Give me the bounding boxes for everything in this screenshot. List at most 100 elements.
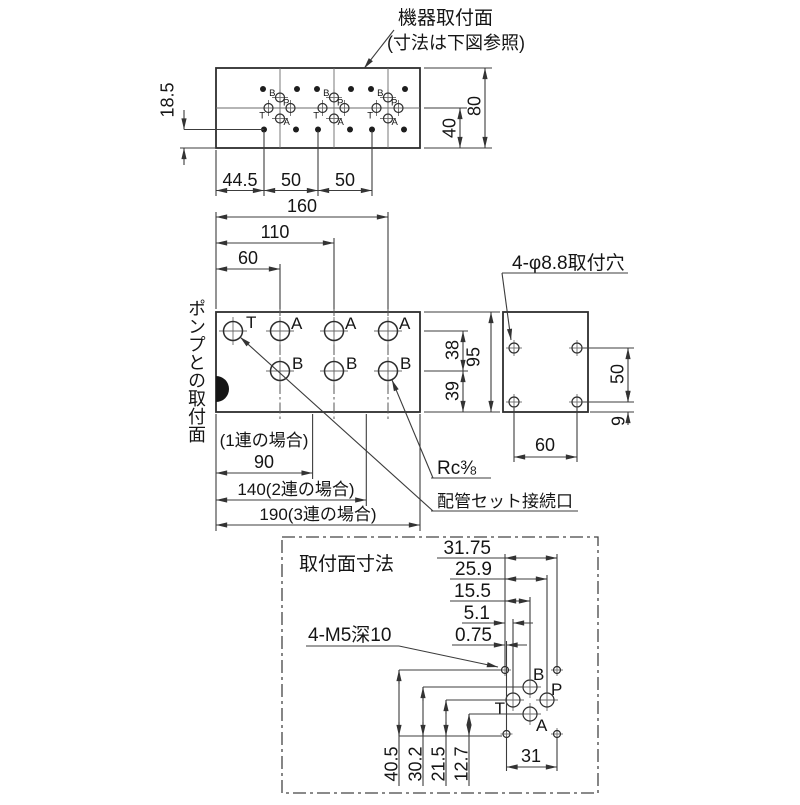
mount-holes-callout: 4-φ8.8取付穴 xyxy=(501,252,628,341)
dim-mount-vertical: 40.5 30.2 21.5 12.7 xyxy=(381,669,522,786)
dim-text-31: 31 xyxy=(521,746,541,766)
b-port-label-1: B xyxy=(292,354,303,373)
equipment-face-callout: 機器取付面 (寸法は下図参照) xyxy=(363,7,525,69)
t-port-label: T xyxy=(495,699,505,718)
mount-view: 取付面寸法 B T P A xyxy=(281,536,599,794)
b-port-3 xyxy=(377,360,399,382)
b-port xyxy=(522,679,538,695)
p-hole xyxy=(285,102,296,114)
mount-holes-label: 4-φ8.8取付穴 xyxy=(512,252,625,274)
dim-text-60: 60 xyxy=(535,435,555,455)
b-port-1 xyxy=(269,360,291,382)
dim-text-38: 38 xyxy=(442,340,462,360)
dim-text-50b: 50 xyxy=(335,170,355,190)
a-hole xyxy=(274,113,286,124)
top-view-port-group-3: B P T A xyxy=(367,86,408,133)
dim-text-160: 160 xyxy=(287,196,317,216)
dim-text-12-7: 12.7 xyxy=(451,746,471,781)
dim-text-50a: 50 xyxy=(281,170,301,190)
dim-text-21-5: 21.5 xyxy=(428,746,448,781)
dim-front-top: 160 110 60 xyxy=(215,196,389,309)
mount-view-border xyxy=(281,536,599,794)
port-label-t: T xyxy=(367,111,373,122)
dim-top-right: 40 80 xyxy=(424,67,492,149)
thread-label: 4-M5深10 xyxy=(308,624,391,646)
a-port-1 xyxy=(269,320,291,342)
port-label-a: A xyxy=(392,117,399,128)
t-hole xyxy=(317,102,328,114)
dim-text-95: 95 xyxy=(463,347,483,367)
callout-text-line1: 機器取付面 xyxy=(398,7,493,29)
thread-callout: 4-M5深10 xyxy=(306,624,499,668)
port-label-p: P xyxy=(391,98,397,109)
a-port-label-2: A xyxy=(345,314,357,333)
p-hole xyxy=(393,102,404,114)
dim-text-5-1: 5.1 xyxy=(464,603,490,624)
pump-face-label: ポンプとの取付面 xyxy=(186,299,206,443)
rc-callout: Rc⅜ xyxy=(391,379,491,479)
b-hole xyxy=(328,92,340,103)
top-view: B P T A B P T A xyxy=(157,7,525,196)
a-port-label: A xyxy=(536,716,548,735)
dim-text-31-75: 31.75 xyxy=(443,538,491,559)
port-label-t: T xyxy=(313,111,319,122)
b-hole xyxy=(382,92,394,103)
dim-mount-horizontal: 31.75 25.9 15.5 5.1 0.75 xyxy=(437,538,557,648)
rc-label: Rc⅜ xyxy=(437,458,476,479)
top-view-port-group-2: B P T A xyxy=(313,86,354,133)
dim-text-190: 190(3連の場合) xyxy=(259,505,376,524)
t-port-label: T xyxy=(246,313,256,332)
side-view-outline xyxy=(502,311,589,413)
note-case1: (1連の場合) xyxy=(220,431,309,450)
a-hole xyxy=(382,113,394,124)
front-view-outline xyxy=(215,311,421,413)
a-port-3 xyxy=(377,320,399,342)
dim-front-bottom: (1連の場合) 90 140(2連の場合) 190(3連の場合) xyxy=(215,414,421,531)
p-hole xyxy=(339,102,350,114)
dim-text-90: 90 xyxy=(254,452,274,472)
mount-extension-lines xyxy=(504,554,558,730)
t-hole xyxy=(371,102,382,114)
t-hole xyxy=(263,102,274,114)
a-port-label-3: A xyxy=(399,314,411,333)
dim-text-40-5: 40.5 xyxy=(381,746,401,781)
port-label-a: A xyxy=(284,117,291,128)
port-label-t: T xyxy=(259,111,265,122)
side-view-holes xyxy=(506,340,585,410)
a-hole xyxy=(328,113,340,124)
a-port-label-1: A xyxy=(291,314,303,333)
piping-label: 配管セット接続口 xyxy=(437,492,573,511)
b-port-label-3: B xyxy=(400,354,411,373)
dim-text-15-5: 15.5 xyxy=(454,581,491,602)
dim-mount-31: 31 xyxy=(505,738,558,771)
side-view: 4-φ8.8取付穴 50 9 60 xyxy=(501,252,634,462)
port-label-p: P xyxy=(283,98,289,109)
dim-front-right: 38 39 95 xyxy=(424,311,500,413)
dim-text-80: 80 xyxy=(464,96,484,116)
dim-text-9: 9 xyxy=(608,416,628,426)
dim-text-110: 110 xyxy=(261,222,290,242)
dim-text-25-9: 25.9 xyxy=(455,559,492,580)
port-label-b: B xyxy=(269,88,275,99)
top-view-port-group-1: B P T A xyxy=(259,86,300,133)
port-label-a: A xyxy=(338,117,345,128)
a-port-2 xyxy=(323,320,345,342)
dim-text-60: 60 xyxy=(238,248,258,268)
dim-text-0-75: 0.75 xyxy=(455,625,492,646)
dim-side: 50 9 60 xyxy=(513,347,634,462)
b-port-label-2: B xyxy=(346,354,357,373)
dim-text-44-5: 44.5 xyxy=(222,170,257,190)
b-port-2 xyxy=(323,360,345,382)
port-label-b: B xyxy=(323,88,329,99)
port-label-b: B xyxy=(377,88,383,99)
b-port-label: B xyxy=(533,665,544,684)
callout-text-line2: (寸法は下図参照) xyxy=(387,33,525,53)
p-port-label: P xyxy=(551,680,562,699)
dim-text-39: 39 xyxy=(442,381,462,401)
dim-text-50: 50 xyxy=(607,364,627,384)
piping-callout: 配管セット接続口 xyxy=(239,336,578,512)
dim-text-18-5: 18.5 xyxy=(157,82,177,117)
t-port xyxy=(222,320,244,342)
front-ports: T A A A B B B xyxy=(219,313,411,385)
